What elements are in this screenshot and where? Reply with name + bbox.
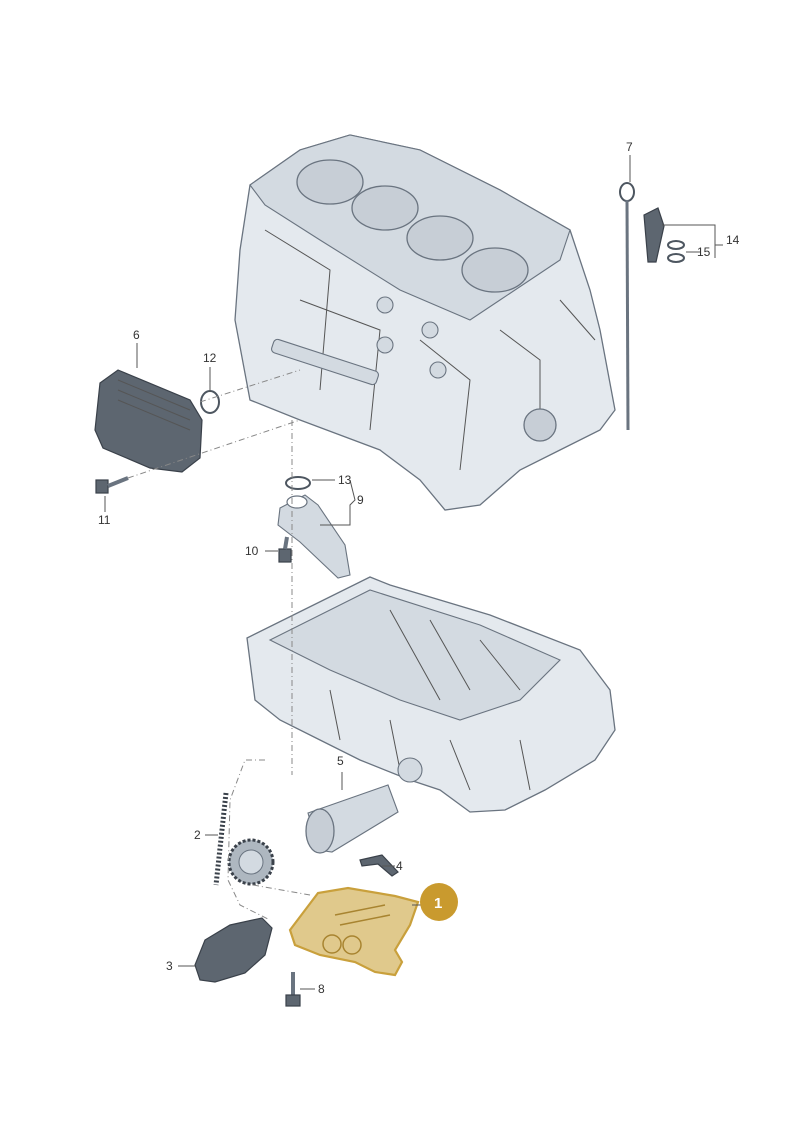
pump-bolt [285, 972, 301, 1007]
callout-8: 8 [318, 982, 325, 996]
callout-2: 2 [194, 828, 201, 842]
oil-sensor [643, 207, 685, 263]
callout-badge-1[interactable]: 1 [420, 883, 458, 921]
assembly-lines [127, 369, 311, 921]
callout-labels: 7 14 15 6 12 11 13 9 10 5 2 4 3 8 [98, 140, 740, 996]
callout-12: 12 [203, 351, 217, 365]
callout-3: 3 [166, 959, 173, 973]
callout-13: 13 [338, 473, 352, 487]
oil-pump-highlighted[interactable] [288, 886, 420, 977]
gasket [200, 390, 220, 414]
cooler-bolt [95, 476, 129, 494]
callout-1: 1 [434, 895, 442, 912]
callout-6: 6 [133, 328, 140, 342]
callout-15: 15 [697, 245, 711, 259]
bracket [359, 854, 399, 877]
chain-sprocket [227, 838, 275, 886]
callout-7: 7 [626, 140, 633, 154]
callout-14: 14 [726, 233, 740, 247]
drive-chain [213, 792, 229, 886]
callout-5: 5 [337, 754, 344, 768]
callout-9: 9 [357, 493, 364, 507]
callout-4: 4 [396, 859, 403, 873]
chain-cover [194, 917, 273, 983]
oil-pipe-assembly [277, 476, 351, 579]
oil-pan [246, 576, 616, 813]
engine-block [234, 134, 616, 511]
callout-11: 11 [98, 513, 111, 527]
callout-10: 10 [245, 544, 259, 558]
dipstick [619, 182, 635, 431]
leader-lines [104, 155, 723, 990]
oil-filter [305, 784, 399, 854]
oil-cooler [94, 369, 203, 473]
